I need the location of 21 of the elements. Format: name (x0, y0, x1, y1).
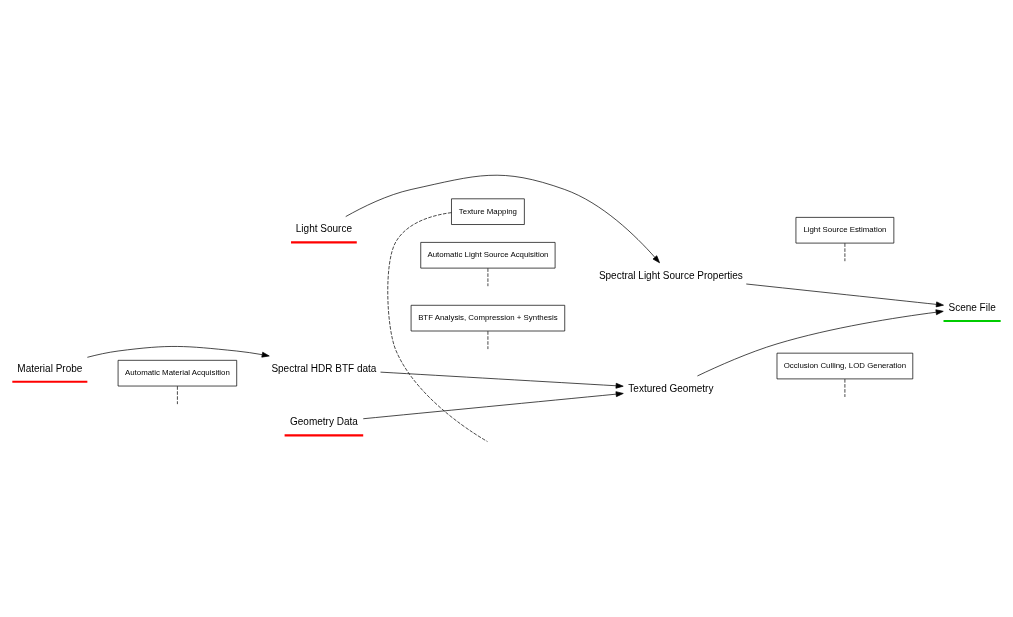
arrow (745, 283, 944, 308)
arrow (87, 346, 270, 358)
node-box: Automatic Material Acquisition (117, 359, 238, 387)
node-text: Textured Geometry (628, 382, 714, 394)
node-text: Spectral Light Source Properties (598, 269, 743, 281)
node-text: Spectral HDR BTF data (271, 362, 377, 374)
node-box: BTF Analysis, Compression + Synthesis (410, 304, 566, 332)
node-box: Texture Mapping (451, 198, 525, 225)
connector (387, 212, 488, 442)
arrow (345, 174, 660, 264)
node-box: Light Source Estimation (795, 217, 895, 244)
node-text: Geometry Data (290, 416, 358, 428)
node-text: Scene File (948, 301, 996, 313)
node-box: Automatic Light Source Acquisition (420, 242, 556, 269)
arrow (697, 309, 944, 377)
arrow (380, 371, 624, 389)
node-text: Material Probe (17, 362, 83, 374)
connector (177, 385, 178, 405)
node-box: Occlusion Culling, LOD Generation (776, 352, 914, 380)
arrow (362, 391, 624, 420)
node-text: Light Source (295, 223, 352, 235)
